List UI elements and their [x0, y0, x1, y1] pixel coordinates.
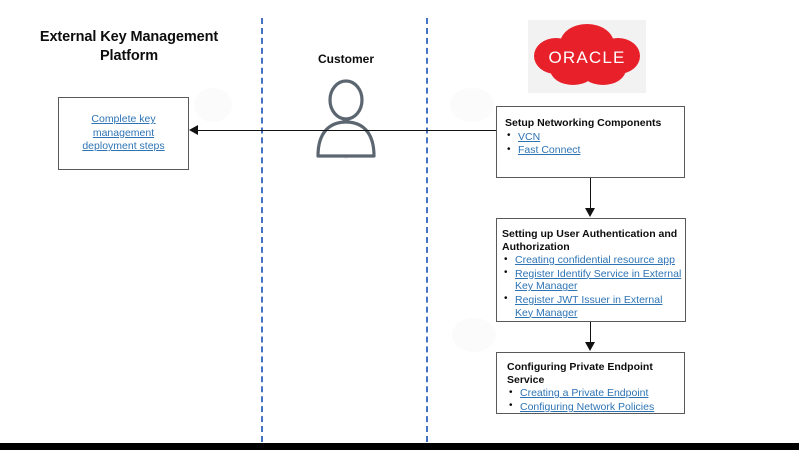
- box-auth-title: Setting up User Authentication and Autho…: [502, 228, 678, 253]
- box-endpoint-list: Creating a Private Endpoint Configuring …: [507, 387, 679, 413]
- background-artifact: [452, 318, 496, 352]
- box-configuring-private-endpoint-service[interactable]: Configuring Private Endpoint Service Cre…: [496, 352, 685, 414]
- connector-networking-to-auth: [590, 178, 591, 209]
- lane-divider-right: [426, 18, 428, 442]
- arrowhead-left: [189, 125, 198, 135]
- list-item[interactable]: Fast Connect: [505, 144, 678, 157]
- box-networking-list: VCN Fast Connect: [505, 130, 678, 157]
- box-user-authentication-authorization[interactable]: Setting up User Authentication and Autho…: [496, 218, 686, 322]
- list-item[interactable]: Creating confidential resource app: [502, 254, 682, 267]
- arrowhead-down: [585, 208, 595, 217]
- list-item[interactable]: Register Identify Service in External Ke…: [502, 267, 682, 293]
- page-title: External Key Management Platform: [39, 29, 219, 64]
- background-artifact: [194, 88, 232, 122]
- box-networking-title: Setup Networking Components: [505, 117, 662, 129]
- list-item[interactable]: Configuring Network Policies: [507, 400, 679, 414]
- connector-auth-to-endpoint: [590, 322, 591, 343]
- customer-lane-label: Customer: [317, 52, 374, 66]
- bottom-bar: [0, 443, 799, 450]
- person-icon: [312, 78, 380, 160]
- oracle-cloud-icon: ORACLE: [528, 20, 646, 93]
- list-item[interactable]: VCN: [505, 130, 678, 144]
- box-complete-key-management[interactable]: Complete key management deployment steps: [58, 97, 189, 170]
- complete-key-management-link[interactable]: Complete key management deployment steps: [82, 113, 165, 153]
- list-item[interactable]: Register JWT Issuer in External Key Mana…: [502, 293, 682, 319]
- list-item[interactable]: Creating a Private Endpoint: [507, 387, 679, 400]
- box-endpoint-title: Configuring Private Endpoint Service: [507, 361, 653, 386]
- box-auth-list: Creating confidential resource app Regis…: [502, 254, 682, 319]
- connector-customer-to-complete-key: [197, 130, 358, 131]
- lane-divider-left: [261, 18, 263, 442]
- background-artifact: [450, 88, 494, 122]
- oracle-wordmark: ORACLE: [548, 48, 625, 67]
- box-setup-networking-components[interactable]: Setup Networking Components VCN Fast Con…: [496, 106, 685, 178]
- arrowhead-down: [585, 342, 595, 351]
- connector-customer-to-networking: [358, 130, 496, 131]
